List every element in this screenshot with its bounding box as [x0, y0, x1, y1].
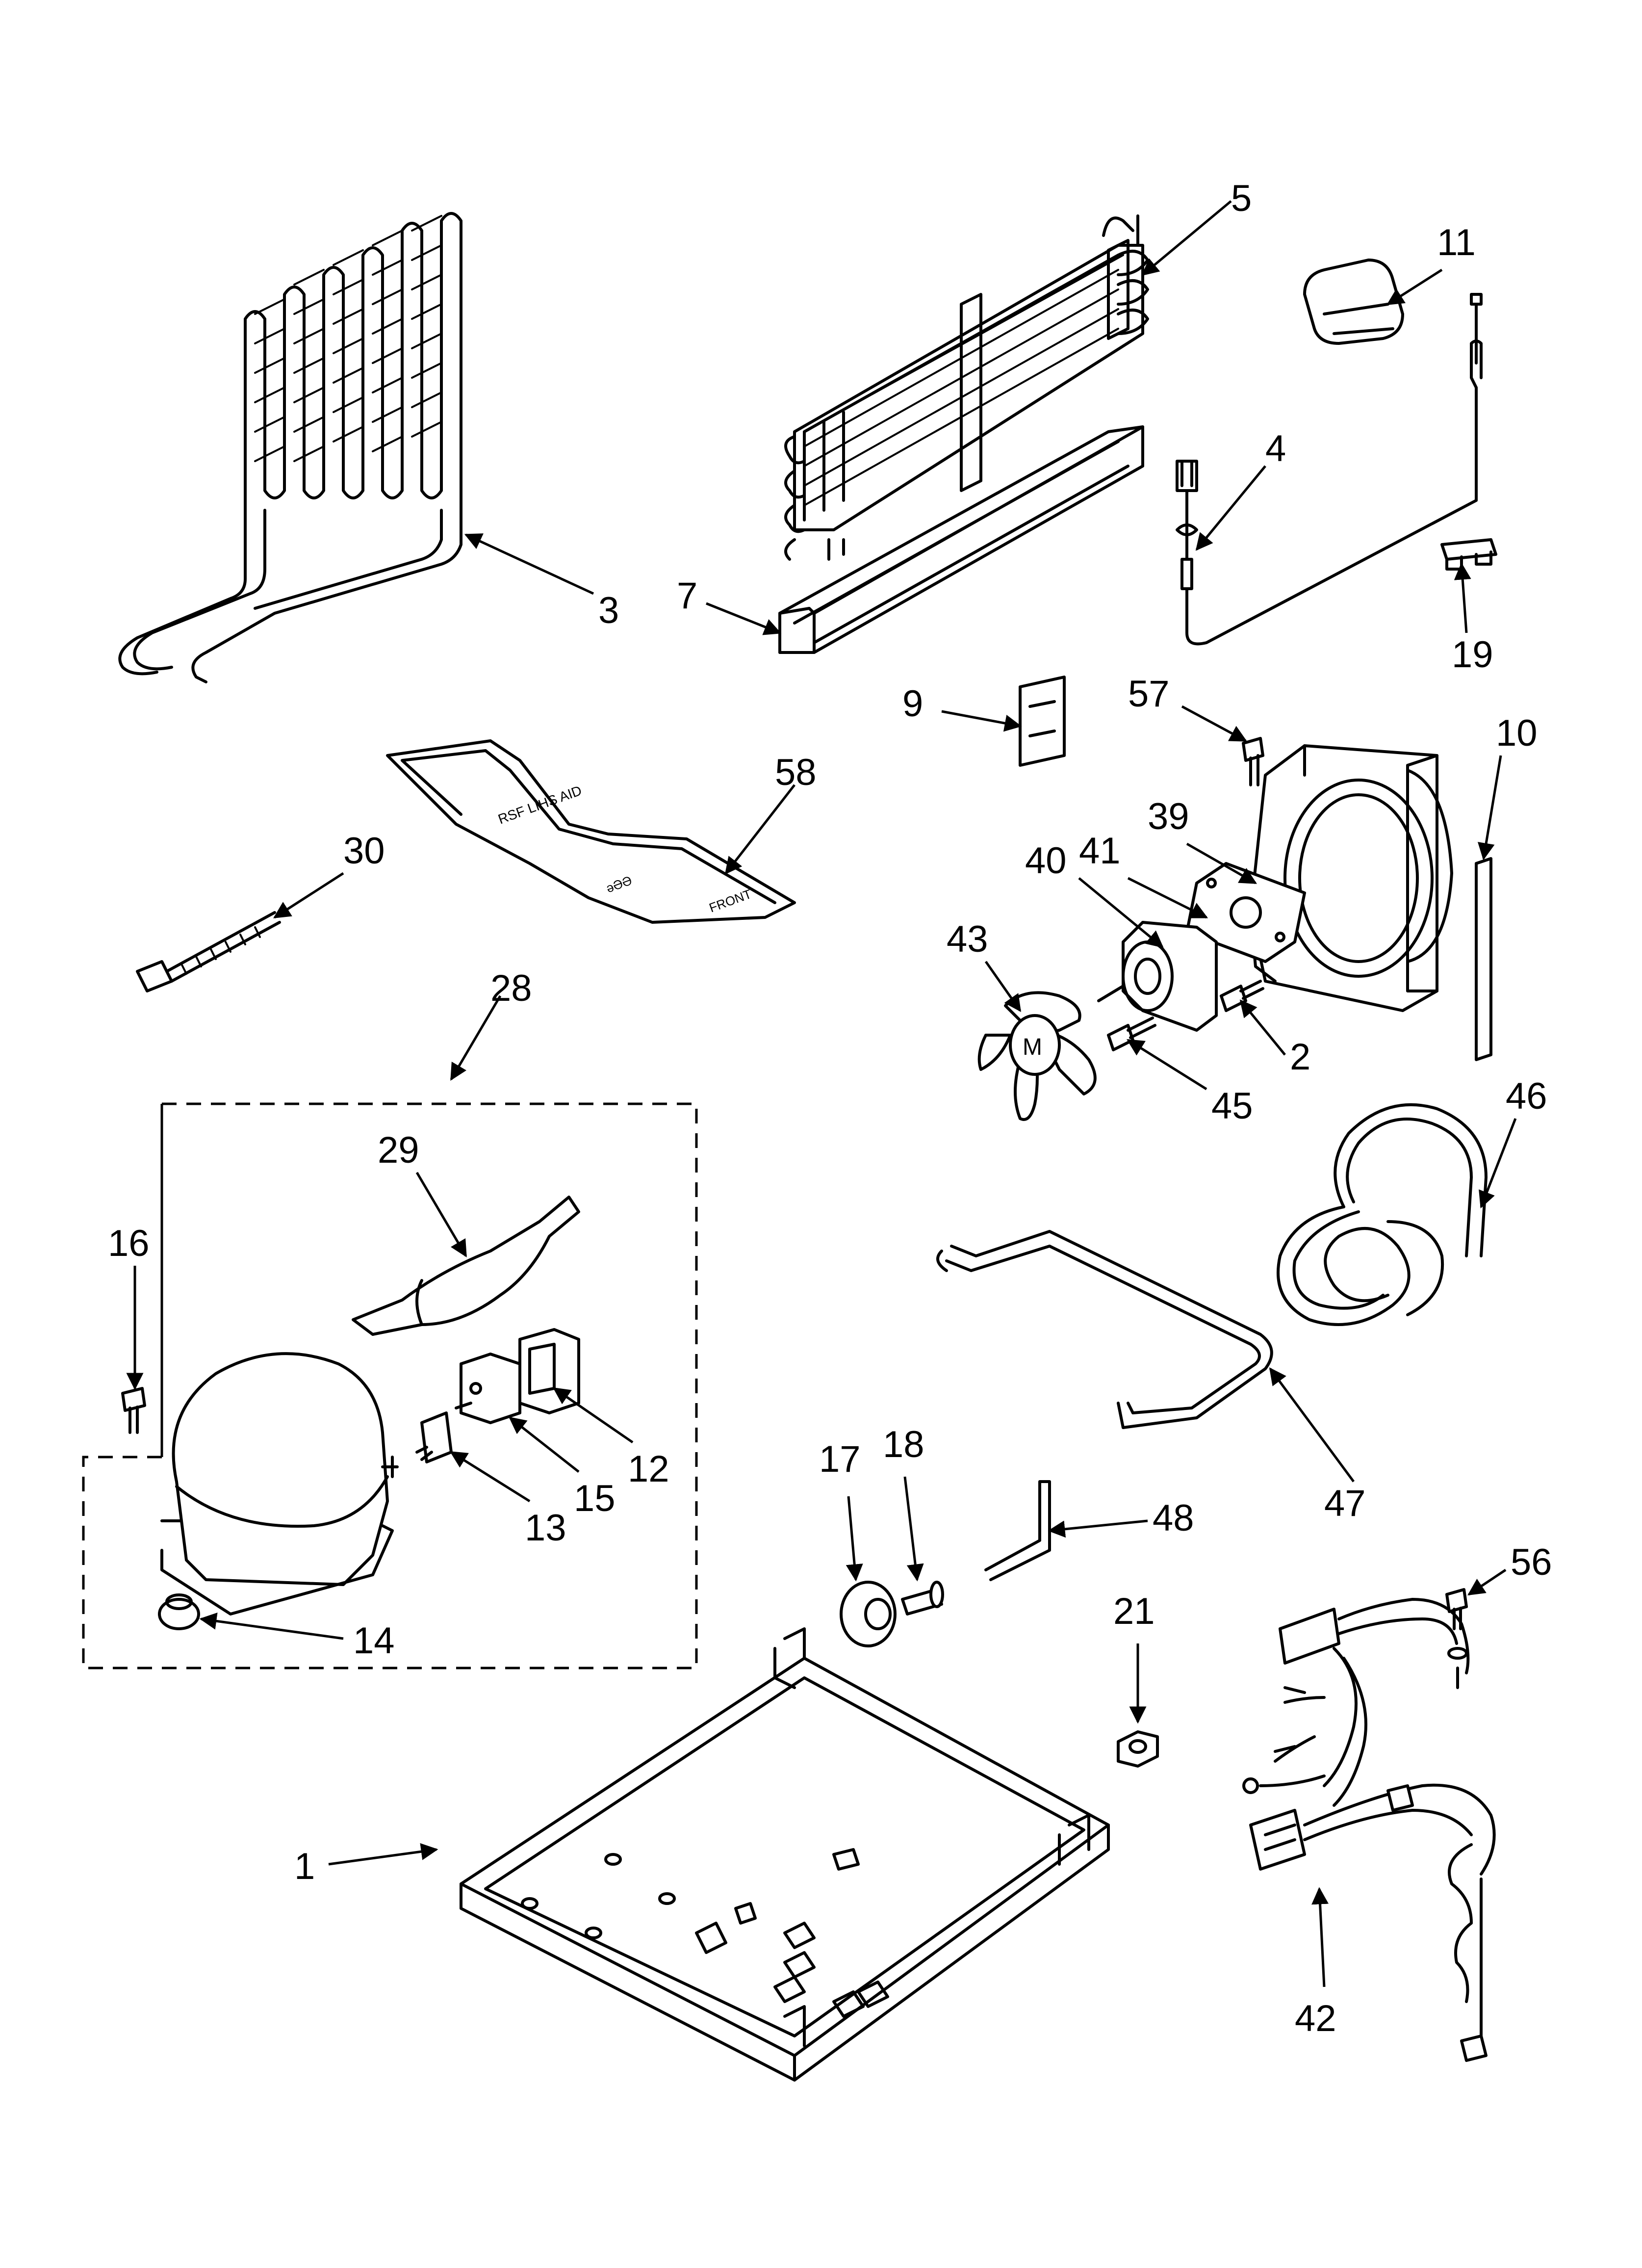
wire-harness	[1242, 1598, 1496, 2062]
leader-lines	[126, 200, 1517, 1987]
callout-1: 1	[294, 1846, 315, 1887]
relay-15	[455, 1353, 521, 1424]
pin-18	[901, 1581, 944, 1616]
callout-28: 28	[490, 967, 532, 1009]
callout-42: 42	[1295, 1998, 1336, 2039]
callout-14: 14	[353, 1620, 395, 1662]
callout-58: 58	[775, 752, 817, 793]
screw-56	[1445, 1588, 1468, 1689]
callout-7: 7	[677, 575, 697, 617]
callout-17: 17	[819, 1438, 861, 1480]
callout-45: 45	[1211, 1085, 1253, 1127]
callout-18: 18	[883, 1424, 924, 1465]
screw-57	[1242, 737, 1264, 786]
base-frame	[460, 1627, 1110, 2082]
cable-tie	[136, 911, 281, 992]
callout-10: 10	[1496, 712, 1538, 754]
cover	[1303, 259, 1404, 345]
callout-2: 2	[1290, 1036, 1310, 1078]
callout-19: 19	[1452, 634, 1493, 676]
fan-motor	[1097, 921, 1218, 1032]
callout-13: 13	[525, 1507, 566, 1549]
callout-3: 3	[598, 590, 619, 631]
nut-21	[1117, 1730, 1159, 1768]
drier	[352, 1196, 580, 1336]
callout-4: 4	[1265, 428, 1286, 469]
screw-16	[121, 1387, 146, 1434]
screw-2	[1220, 980, 1264, 1012]
compressor-kit-group	[82, 1102, 698, 1669]
thermistor-wire	[1176, 293, 1483, 646]
callout-46: 46	[1506, 1075, 1547, 1117]
coiled-tube	[1277, 1103, 1488, 1326]
callout-11: 11	[1437, 222, 1476, 263]
callout-16: 16	[108, 1223, 150, 1264]
callout-47: 47	[1324, 1483, 1366, 1524]
callout-5: 5	[1231, 178, 1252, 219]
callout-43: 43	[947, 918, 988, 960]
grommet-17	[840, 1581, 897, 1647]
screw-45	[1107, 1017, 1156, 1051]
drain-pan: RSF LIHS AID ǝƏƏ FRONT	[386, 739, 796, 924]
callout-labels: 3 5 11 4 7 19 9 57 10 58 30 39 40 41 43 …	[108, 178, 1552, 2039]
clip	[1440, 538, 1497, 571]
callout-40: 40	[1025, 840, 1067, 882]
callout-41: 41	[1079, 830, 1121, 872]
callout-56: 56	[1511, 1541, 1552, 1583]
evaporator	[784, 214, 1149, 561]
callout-57: 57	[1128, 673, 1170, 715]
svg-text:M: M	[1023, 1034, 1042, 1060]
callout-30: 30	[343, 830, 385, 872]
callout-9: 9	[902, 683, 923, 725]
fan-shroud	[1249, 744, 1453, 1012]
compressor	[158, 1352, 399, 1630]
callout-15: 15	[574, 1478, 616, 1519]
callout-39: 39	[1148, 796, 1189, 837]
condenser	[118, 212, 462, 683]
callout-21: 21	[1113, 1590, 1155, 1632]
tube-elbow	[984, 1480, 1051, 1581]
callout-12: 12	[628, 1448, 669, 1490]
callout-29: 29	[378, 1129, 419, 1171]
strip	[1475, 857, 1492, 1061]
overload-13	[415, 1411, 453, 1463]
tube	[936, 1230, 1273, 1429]
callout-48: 48	[1153, 1497, 1194, 1539]
fan-blade: M	[977, 991, 1097, 1121]
bracket	[1019, 676, 1066, 767]
